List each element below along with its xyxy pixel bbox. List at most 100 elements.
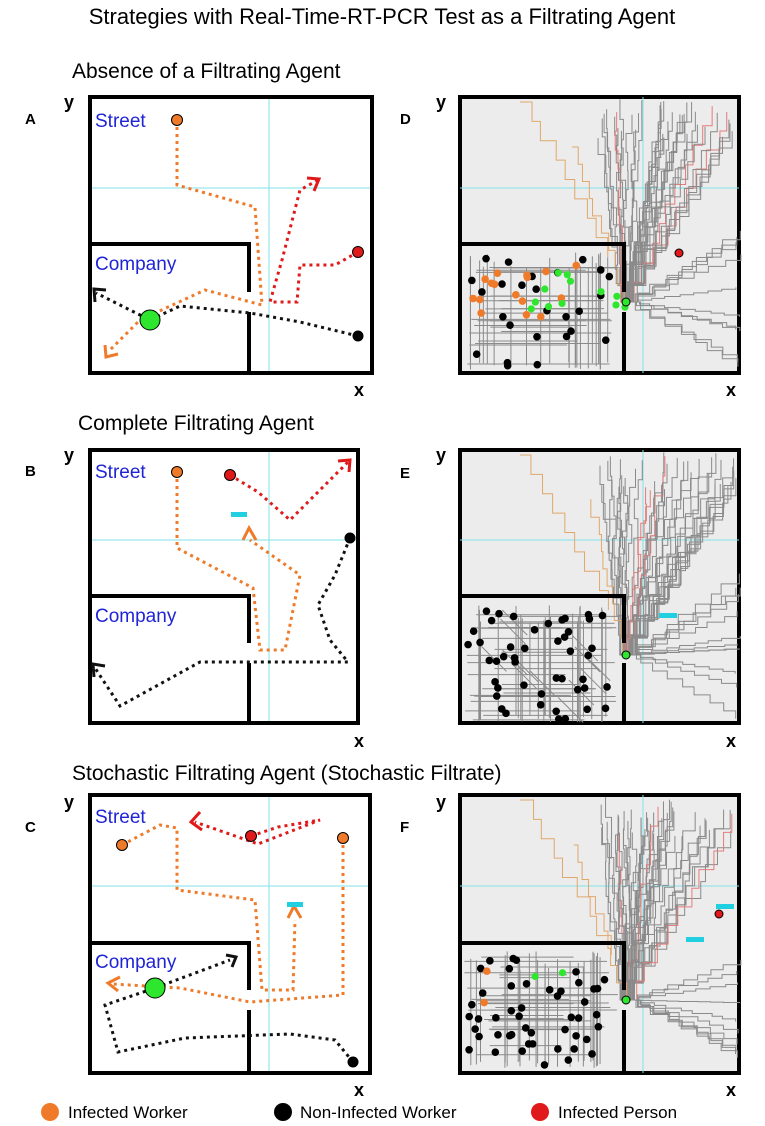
simulation-trace xyxy=(557,697,584,723)
non-infected-worker-dot xyxy=(485,656,494,665)
simulation-trace xyxy=(622,817,644,1001)
street-label-a: Street xyxy=(95,111,146,132)
axis-y-b: y xyxy=(64,445,74,465)
contact-point-marker xyxy=(541,285,549,293)
panel-d: y x xyxy=(436,92,742,400)
non-infected-worker-dot xyxy=(530,626,539,634)
legend-label-infected-person: Infected Person xyxy=(558,1103,677,1122)
non-infected-worker-dot xyxy=(506,643,515,651)
infected-worker-dot xyxy=(483,967,491,975)
contact-point-marker xyxy=(139,309,161,331)
non-infected-worker-dot xyxy=(475,1032,483,1041)
non-infected-worker-dot xyxy=(503,361,512,370)
non-infected-worker-dot xyxy=(509,612,518,621)
infected-worker-dot xyxy=(477,309,485,317)
simulation-trace xyxy=(624,807,674,1001)
panel-letter-f: F xyxy=(400,819,409,836)
simulation-trace xyxy=(624,587,737,656)
simulation-trace xyxy=(605,797,624,1001)
simulation-trace xyxy=(599,465,624,656)
non-infected-worker-dot xyxy=(495,609,503,618)
simulation-trace xyxy=(573,844,628,1000)
panel-letter-e: E xyxy=(400,465,410,482)
simulation-trace xyxy=(624,109,662,303)
non-infected-worker-dot xyxy=(561,714,570,723)
non-infected-worker-dot xyxy=(510,654,519,662)
simulation-trace xyxy=(574,646,601,673)
simulation-trace xyxy=(624,959,742,1001)
non-infected-worker-dot xyxy=(553,992,562,1000)
non-infected-worker-dot xyxy=(491,1048,500,1057)
infected-worker-dot xyxy=(480,998,488,1007)
non-infected-worker-dot xyxy=(562,312,570,321)
simulation-trace xyxy=(624,812,668,1001)
axis-y-f: y xyxy=(436,792,446,812)
non-infected-worker-dot xyxy=(533,360,542,369)
non-infected-worker-dot xyxy=(471,1025,479,1033)
non-infected-worker-dot xyxy=(468,1000,476,1009)
non-infected-worker-dot xyxy=(605,272,614,281)
non-infected-worker-dot xyxy=(554,637,562,645)
non-infected-worker-dot xyxy=(518,1047,527,1055)
non-infected-worker-dot xyxy=(533,332,541,341)
non-infected-worker-dot xyxy=(532,285,540,293)
non-infected-worker-dot xyxy=(492,692,501,700)
legend-label-infected-worker: Infected Worker xyxy=(68,1103,188,1122)
section-title-complete: Complete Filtrating Agent xyxy=(78,412,314,435)
simulation-trace xyxy=(624,825,701,1001)
non-infected-worker-dot xyxy=(499,312,507,321)
simulation-trace xyxy=(624,654,738,688)
non-infected-worker-dot xyxy=(561,1025,569,1034)
non-infected-worker-dot xyxy=(512,956,521,964)
simulation-trace xyxy=(624,453,717,656)
contact-point-marker xyxy=(144,977,166,999)
non-infected-worker-dot xyxy=(498,280,506,288)
non-infected-worker-dot xyxy=(465,1012,474,1021)
non-infected-worker-dot xyxy=(552,674,561,682)
simulation-trace xyxy=(624,301,741,317)
contact-point-marker xyxy=(566,277,575,285)
non-infected-worker-dot xyxy=(499,652,508,661)
legend-swatch-infected-person xyxy=(531,1103,549,1121)
section-title-absence: Absence of a Filtrating Agent xyxy=(72,60,341,83)
non-infected-worker-dot xyxy=(344,532,356,544)
legend: Infected Worker Non-Infected Worker Infe… xyxy=(41,1103,677,1122)
company-label-c: Company xyxy=(95,952,177,973)
non-infected-worker-dot xyxy=(558,674,566,683)
axis-y-a: y xyxy=(64,92,74,112)
non-infected-worker-dot xyxy=(517,1004,526,1012)
non-infected-worker-dot xyxy=(522,980,531,988)
non-infected-worker-dot xyxy=(478,288,486,296)
simulation-trace xyxy=(624,970,738,1001)
non-infected-worker-dot xyxy=(507,982,516,990)
non-infected-worker-dot xyxy=(566,647,575,655)
simulation-trace xyxy=(624,102,662,303)
simulation-trace xyxy=(572,635,599,662)
axis-y-e: y xyxy=(436,445,446,465)
simulation-trace xyxy=(622,100,643,303)
simulation-trace xyxy=(624,301,739,367)
non-infected-worker-dot xyxy=(494,684,502,692)
non-infected-worker-dot xyxy=(560,633,569,641)
non-infected-worker-dot xyxy=(505,964,514,973)
non-infected-worker-dot xyxy=(518,281,526,290)
panel-letter-c: C xyxy=(25,819,36,836)
non-infected-worker-dot xyxy=(507,1030,516,1039)
non-infected-worker-dot xyxy=(601,336,610,344)
simulation-trace xyxy=(624,111,696,303)
simulation-trace xyxy=(615,816,625,1001)
non-infected-worker-dot xyxy=(527,1028,536,1037)
infected-worker-dot xyxy=(542,267,550,276)
simulation-trace xyxy=(624,809,725,1001)
non-infected-worker-dot xyxy=(575,307,583,316)
infected-worker-dot xyxy=(523,271,531,280)
panel-e: y x xyxy=(436,445,741,751)
simulation-trace xyxy=(624,484,664,656)
non-infected-worker-dot xyxy=(596,266,605,274)
contact-point-marker xyxy=(597,288,605,296)
simulation-trace xyxy=(520,101,609,257)
axis-x-e: x xyxy=(726,731,736,751)
non-infected-worker-dot xyxy=(506,321,514,329)
non-infected-worker-dot xyxy=(520,644,529,653)
contact-point-marker xyxy=(621,297,631,307)
